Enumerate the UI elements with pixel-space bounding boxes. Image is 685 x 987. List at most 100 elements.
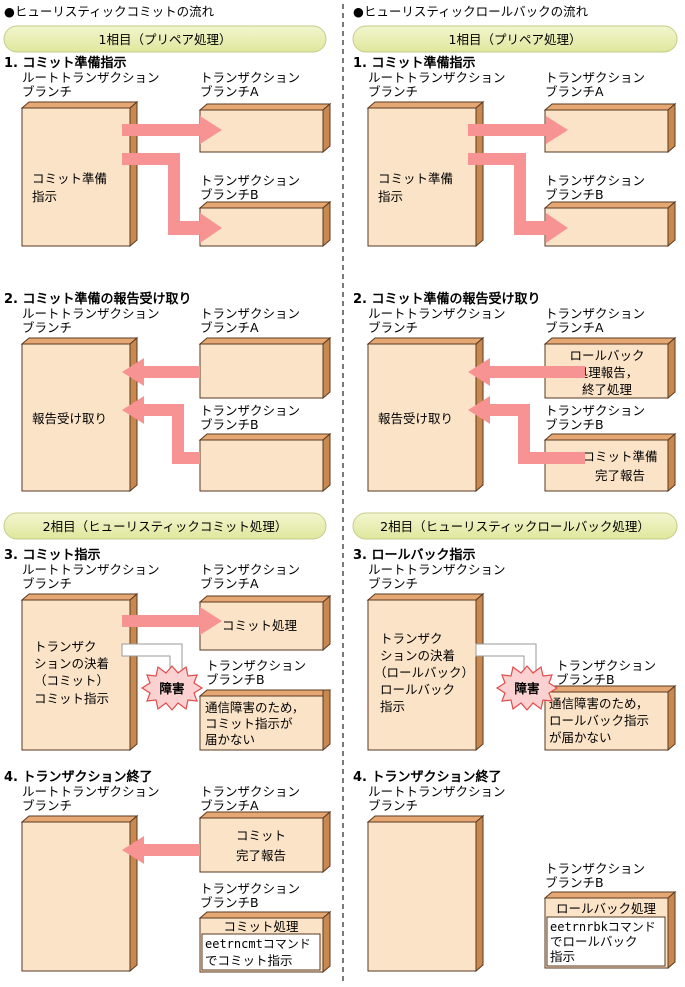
left-s4-root-box	[20, 814, 139, 973]
left-s2-b-label-1: トランザクション	[200, 403, 300, 418]
right-s1-root-label-1: ルートトランザクション	[368, 70, 506, 85]
left-s4-b-label-2: ブランチB	[200, 895, 259, 910]
left-s3-root-text-3: （コミット）	[34, 673, 109, 688]
right-s1-branchB-box	[543, 200, 677, 248]
right-s2-root-label-2: ブランチ	[368, 320, 418, 335]
left-s4-cmd-title: コミット処理	[223, 919, 299, 934]
left-s3-title: 3. コミット指示	[4, 547, 101, 563]
left-s2-branchB-box	[198, 432, 332, 493]
right-s1-branchA-box	[543, 102, 677, 154]
left-s1-a-label-2: ブランチA	[200, 84, 259, 99]
left-s1-branchB-box	[198, 200, 332, 248]
right-s2-arrow-from-B	[468, 396, 585, 464]
right-s3-fault-label: 障害	[514, 681, 539, 696]
left-s3-b-text-2: コミット指示が	[205, 716, 293, 731]
left-s4-a-label-2: ブランチA	[200, 798, 259, 813]
left-s2-a-label-2: ブランチA	[200, 320, 259, 335]
left-s1-arrow-to-A	[122, 116, 222, 144]
right-s2-b-label-2: ブランチB	[545, 417, 604, 432]
left-s2-title: 2. コミット準備の報告受け取り	[4, 291, 192, 307]
left-s3-root-text-1: トランザク	[34, 639, 97, 654]
left-column: ●ヒューリスティックコミットの流れ 1相目（プリペア処理） 1. コミット準備指…	[3, 4, 332, 974]
right-s3-root-text-1: トランザク	[380, 631, 443, 646]
right-s4-title: 4. トランザクション終了	[353, 769, 502, 785]
right-s4-cmd-body-3: 指示	[550, 949, 575, 964]
right-column: ●ヒューリスティックロールバックの流れ 1相目（プリペア処理） 1. コミット準…	[352, 4, 678, 973]
right-s1-b-label-2: ブランチB	[545, 187, 604, 202]
left-s3-root-label-2: ブランチ	[22, 576, 72, 591]
right-s3-root-box	[366, 592, 485, 752]
left-s3-arrow-to-A	[122, 607, 222, 635]
right-s3-b-text-1: 通信障害のため，	[549, 696, 648, 711]
left-s2-arrow-from-B	[122, 396, 200, 464]
right-s1-arrow-to-A	[468, 116, 568, 144]
right-s3-root-text-5: 指示	[380, 699, 405, 714]
left-s1-b-label-1: トランザクション	[200, 173, 300, 188]
right-s3-root-text-3: （ロールバック）	[374, 665, 474, 680]
right-s3-title: 3. ロールバック指示	[353, 547, 476, 563]
left-s1-title: 1. コミット準備指示	[4, 55, 127, 71]
right-s4-b-label-2: ブランチB	[545, 875, 604, 890]
left-s1-root-label-2: ブランチ	[22, 84, 72, 99]
left-s4-b-label-1: トランザクション	[200, 881, 300, 896]
right-s1-arrow-to-B	[468, 153, 568, 243]
left-s1-root-box	[20, 100, 139, 248]
left-s3-a-label-1: トランザクション	[200, 562, 300, 577]
left-s4-root-label-1: ルートトランザクション	[22, 784, 160, 799]
right-heading: ●ヒューリスティックロールバックの流れ	[353, 4, 589, 19]
right-s4-root-label-2: ブランチ	[368, 798, 418, 813]
right-s2-root-label-1: ルートトランザクション	[368, 306, 506, 321]
right-s1-root-text-2: 指示	[378, 189, 403, 204]
left-phase1-label: 1相目（プリペア処理）	[99, 32, 232, 47]
left-s1-root-text-2: 指示	[32, 189, 57, 204]
left-s2-root-label-1: ルートトランザクション	[22, 306, 160, 321]
left-phase2-label: 2相目（ヒューリスティックコミット処理）	[43, 519, 288, 534]
right-s2-a-text-3: 終了処理	[582, 382, 633, 397]
right-s2-a-text-2: 処理報告，	[576, 365, 639, 380]
right-s1-root-box	[366, 100, 485, 248]
right-phase2-label: 2相目（ヒューリスティックロールバック処理）	[380, 519, 650, 534]
left-s3-root-text-4: コミット指示	[34, 691, 109, 706]
right-s3-b-label-1: トランザクション	[556, 658, 656, 673]
right-phase1-label: 1相目（プリペア処理）	[449, 32, 582, 47]
left-s4-command-box	[198, 910, 332, 974]
left-s1-b-label-2: ブランチB	[200, 187, 259, 202]
right-s3-fault-burst	[495, 665, 559, 711]
right-s2-a-label-1: トランザクション	[545, 306, 645, 321]
right-s1-root-text-1: コミット準備	[378, 171, 453, 186]
right-s2-root-text-1: 報告受け取り	[378, 411, 453, 426]
right-s3-root-text-4: ロールバック	[380, 682, 455, 697]
left-s1-root-text-1: コミット準備	[32, 171, 107, 186]
right-phase1-banner	[352, 25, 678, 53]
right-s1-a-label-2: ブランチA	[545, 84, 604, 99]
right-s3-root-label-1: ルートトランザクション	[368, 562, 506, 577]
left-s4-a-text-1: コミット	[236, 828, 286, 843]
right-s4-cmd-title: ロールバック処理	[556, 901, 657, 916]
left-s3-b-text-3: 届かない	[205, 732, 255, 747]
left-s3-root-text-2: ションの決着	[34, 656, 109, 671]
right-s1-title: 1. コミット準備指示	[353, 55, 476, 71]
left-s3-b-label-2: ブランチB	[206, 672, 265, 687]
left-s1-root-label-1: ルートトランザクション	[22, 70, 160, 85]
left-s2-b-label-2: ブランチB	[200, 417, 259, 432]
right-s3-root-text-2: ションの決着	[380, 648, 455, 663]
left-s4-a-text-2: 完了報告	[236, 848, 286, 863]
right-s2-arrow-from-A	[468, 358, 585, 386]
left-s4-title: 4. トランザクション終了	[4, 769, 153, 785]
left-phase2-banner	[3, 512, 327, 540]
left-s2-a-label-1: トランザクション	[200, 306, 300, 321]
left-s3-a-text: コミット処理	[222, 618, 298, 633]
left-s3-branchB-box	[198, 689, 332, 752]
right-phase2-banner	[352, 512, 678, 540]
left-s4-cmd-body-1: eetrncmtコマンド	[205, 937, 311, 951]
right-s4-cmd-body-2: でロールバック	[550, 934, 638, 949]
right-s3-branchB-box	[543, 684, 677, 752]
left-s2-branchA-box	[198, 336, 332, 400]
left-s2-root-label-2: ブランチ	[22, 320, 72, 335]
right-s4-b-label-1: トランザクション	[545, 861, 645, 876]
right-s4-root-label-1: ルートトランザクション	[368, 784, 506, 799]
right-s3-root-label-2: ブランチ	[368, 576, 418, 591]
left-s2-root-text-1: 報告受け取り	[32, 411, 107, 426]
left-s1-arrow-to-B	[122, 153, 222, 243]
